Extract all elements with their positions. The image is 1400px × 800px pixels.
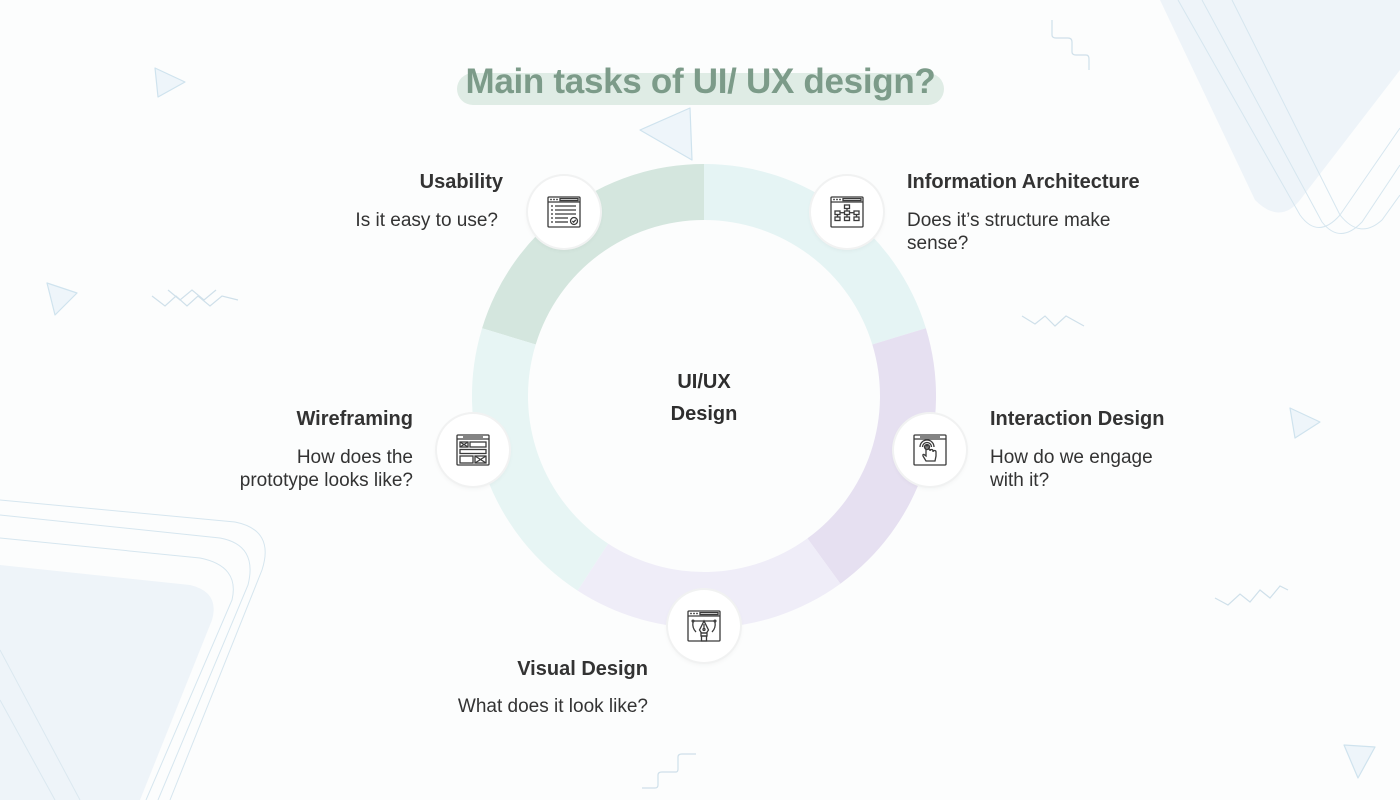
usability-node [528, 176, 600, 248]
touch-window-icon [913, 434, 947, 466]
decor-squiggle [642, 753, 696, 789]
sitemap-window-icon [830, 196, 864, 228]
task-title-information-architecture: Information Architecture [907, 171, 1140, 193]
task-desc-visual-design: What does it look like? [457, 696, 648, 717]
decor-triangle [46, 67, 1376, 779]
information-architecture-node [811, 176, 883, 248]
task-desc-interaction-design: How do we engage with it? [990, 447, 1153, 491]
task-title-visual-design: Visual Design [517, 658, 648, 680]
ring-segment-usability [482, 164, 704, 345]
ring-segment-interaction-design [807, 328, 937, 584]
center-label-line2: Design [670, 403, 738, 425]
center-label-line1: UI/UX [677, 371, 731, 393]
wireframe-window-icon [456, 434, 490, 466]
interaction-design-node [894, 414, 966, 486]
task-title-wireframing: Wireframing [296, 408, 413, 430]
decor-zigzag [1021, 315, 1085, 327]
ring-segment-wireframing [471, 328, 609, 591]
decor-zigzag [151, 295, 239, 307]
decor-shape-top-right [1160, 0, 1400, 213]
ring-segment-visual-design [577, 538, 841, 629]
title-highlight [457, 73, 944, 105]
task-desc-usability: Is it easy to use? [355, 210, 498, 231]
wireframing-node [437, 414, 509, 486]
center-label: UI/UX Design [604, 366, 804, 430]
task-title-usability: Usability [419, 171, 503, 193]
page-title: Main tasks of UI/ UX design? [465, 62, 936, 101]
visual-design-node [668, 590, 740, 662]
task-desc-wireframing: How does the prototype looks like? [239, 447, 413, 491]
page-title-container: Main tasks of UI/ UX design? [457, 62, 944, 105]
pen-tool-window-icon [687, 610, 721, 642]
task-desc-information-architecture: Does it’s structure make sense? [907, 210, 1111, 254]
decor-squiggle [1051, 20, 1090, 70]
decor-shape-bottom-left [0, 565, 214, 800]
ring-segment-information-architecture [704, 164, 926, 345]
decor-coil [1214, 585, 1289, 606]
task-title-interaction-design: Interaction Design [990, 408, 1165, 430]
checklist-window-icon [547, 196, 581, 228]
